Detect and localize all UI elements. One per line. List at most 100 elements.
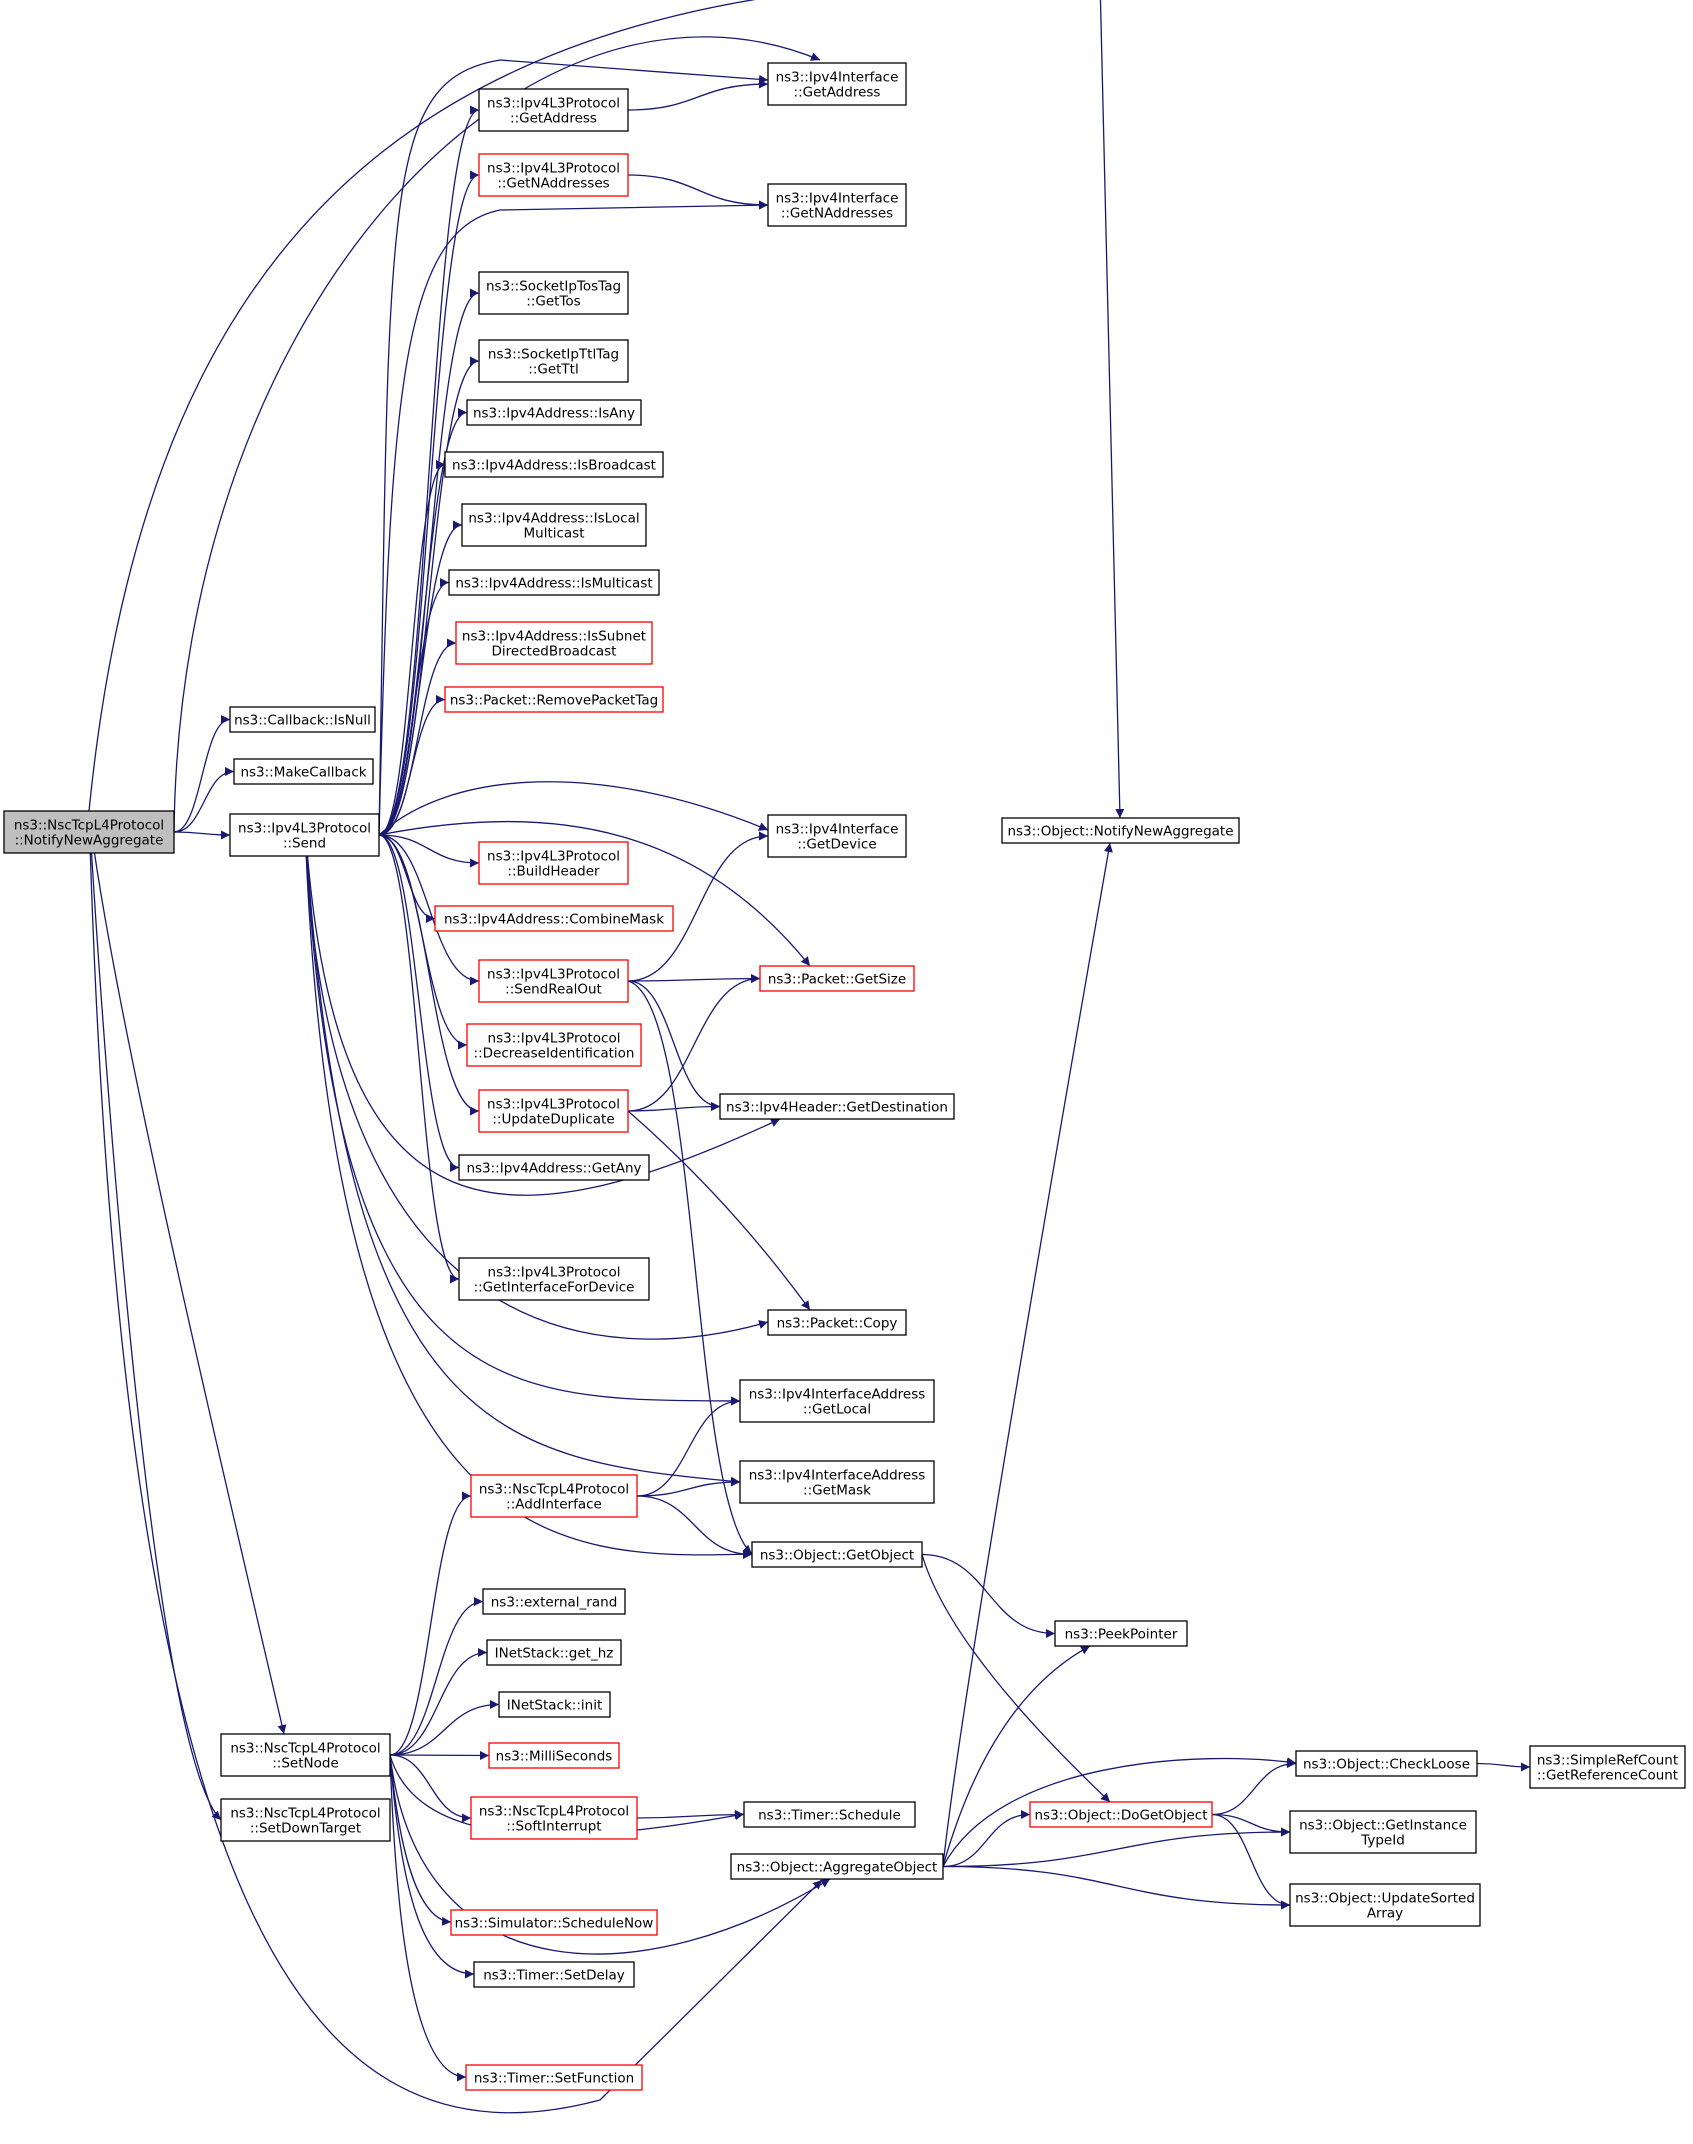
nodes-layer: ns3::NscTcpL4Protocol::NotifyNewAggregat… [3,62,1686,2091]
node-peekpointer[interactable]: ns3::PeekPointer [1054,1620,1188,1647]
node-ipv4addr_isbroadcast[interactable]: ns3::Ipv4Address::IsBroadcast [444,451,664,478]
node-nsc_setdowntarget[interactable]: ns3::NscTcpL4Protocol::SetDownTarget [220,1798,391,1842]
node-nsc_setnode[interactable]: ns3::NscTcpL4Protocol::SetNode [220,1733,391,1777]
node-ipv4l3_getinterfacefordevice[interactable]: ns3::Ipv4L3Protocol::GetInterfaceForDevi… [458,1257,650,1301]
node-nsc_softinterrupt[interactable]: ns3::NscTcpL4Protocol::SoftInterrupt [470,1796,638,1840]
node-ipv4l3_send[interactable]: ns3::Ipv4L3Protocol::Send [229,813,380,857]
edge-object_getobject-to-object_dogetobject [921,1554,1111,1803]
node-label: ::BuildHeader [507,864,600,880]
node-box [461,503,647,547]
node-ipv4if_getdevice[interactable]: ns3::Ipv4Interface::GetDevice [767,814,907,858]
node-label: ::GetInterfaceForDevice [474,1280,635,1296]
node-object_aggregateobject[interactable]: ns3::Object::AggregateObject [730,1853,944,1880]
edge-nsc_setnode-to-inetstack_gethz [389,1648,488,1756]
node-label: ns3::Object::NotifyNewAggregate [1007,824,1233,840]
node-label: TypeId [1360,1833,1405,1849]
node-object_dogetobject[interactable]: ns3::Object::DoGetObject [1029,1801,1213,1828]
node-label: ns3::Ipv4Header::GetDestination [726,1100,948,1116]
node-ipv4ifaddr_getmask[interactable]: ns3::Ipv4InterfaceAddress::GetMask [739,1460,935,1504]
node-label: ns3::Ipv4Address::IsMulticast [455,576,652,592]
node-object_getobject[interactable]: ns3::Object::GetObject [751,1541,923,1568]
node-ipv4if_getaddress[interactable]: ns3::Ipv4Interface::GetAddress [767,62,907,106]
node-ipv4l3_getnaddresses[interactable]: ns3::Ipv4L3Protocol::GetNAddresses [478,153,629,197]
edge-object_aggregateobject-to-object_dogetobject [942,1810,1031,1868]
node-packet_getsize[interactable]: ns3::Packet::GetSize [759,965,915,992]
node-box [767,1309,907,1336]
node-packet_copy[interactable]: ns3::Packet::Copy [767,1309,907,1336]
node-inetstack_gethz[interactable]: INetStack::get_hz [486,1639,622,1666]
node-timer_setfunction[interactable]: ns3::Timer::SetFunction [465,2064,643,2091]
node-label: ::Send [283,836,326,852]
node-simulator_schedulenow[interactable]: ns3::Simulator::ScheduleNow [450,1909,658,1936]
edge-object_dogetobject-to-object_getinstancetypeid [1211,1813,1291,1837]
node-object_checkloose[interactable]: ns3::Object::CheckLoose [1295,1750,1478,1777]
node-simplerefcount_getreferencecount[interactable]: ns3::SimpleRefCount::GetReferenceCount [1529,1745,1686,1789]
node-label: ns3::external_rand [491,1595,618,1611]
node-ipv4addr_issubnet[interactable]: ns3::Ipv4Address::IsSubnetDirectedBroadc… [455,621,653,665]
node-ipv4if_getnaddresses[interactable]: ns3::Ipv4Interface::GetNAddresses [767,183,907,227]
node-timer_setdelay[interactable]: ns3::Timer::SetDelay [473,1961,635,1988]
node-label: ns3::Object::GetInstance [1299,1818,1467,1834]
node-label: ::GetTtl [528,362,578,378]
node-ipv4l3_getaddress[interactable]: ns3::Ipv4L3Protocol::GetAddress [478,88,629,132]
node-ipv4addr_combinemask[interactable]: ns3::Ipv4Address::CombineMask [434,905,674,932]
node-external_rand[interactable]: ns3::external_rand [482,1588,626,1615]
node-packet_removepackettag[interactable]: ns3::Packet::RemovePacketTag [444,686,664,713]
node-ipv4ifaddr_getlocal[interactable]: ns3::Ipv4InterfaceAddress::GetLocal [739,1379,935,1423]
node-sockettos_gettos[interactable]: ns3::SocketIpTosTag::GetTos [478,271,629,315]
node-label: ns3::Object::CheckLoose [1303,1757,1470,1773]
node-ipv4l3_decrease[interactable]: ns3::Ipv4L3Protocol::DecreaseIdentificat… [466,1023,642,1067]
node-ipv4l3_sendrealout[interactable]: ns3::Ipv4L3Protocol::SendRealOut [478,959,629,1003]
node-label: ::GetLocal [803,1402,871,1418]
node-timer_schedule[interactable]: ns3::Timer::Schedule [743,1801,916,1828]
node-label: ns3::Ipv4L3Protocol [487,1097,620,1113]
edge-ipv4l3_send-to-ipv4addr_isbroadcast [378,460,446,836]
edge-object_aggregateobject-to-object_checkloose [942,1757,1297,1867]
node-box [450,1909,658,1936]
edge-ipv4l3_send-to-packet_getsize [378,820,811,967]
node-box [434,905,674,932]
edge-ipv4l3_getaddress-to-ipv4if_getaddress [627,79,769,111]
edge-ipv4l3_send-to-ipv4l3_updateduplicate [378,834,480,1116]
node-label: ::UpdateDuplicate [492,1112,614,1128]
node-box [767,62,907,106]
node-inetstack_init[interactable]: INetStack::init [498,1691,611,1718]
node-box [220,1798,391,1842]
node-callback_isnull[interactable]: ns3::Callback::IsNull [229,706,376,733]
node-ipv4l3_buildheader[interactable]: ns3::Ipv4L3Protocol::BuildHeader [478,841,629,885]
node-ipv4addr_getany[interactable]: ns3::Ipv4Address::GetAny [458,1154,650,1181]
node-label: ns3::Ipv4InterfaceAddress [749,1387,926,1403]
edge-ipv4l3_getnaddresses-to-ipv4if_getnaddresses [627,174,769,210]
node-object_notifynewaggregate[interactable]: ns3::Object::NotifyNewAggregate [1001,817,1240,844]
node-box [739,1460,935,1504]
edge-ipv4l3_send-to-ipv4l3_getaddress [378,105,480,836]
node-box [1029,1801,1213,1828]
node-box [743,1801,916,1828]
node-ipv4l3_updateduplicate[interactable]: ns3::Ipv4L3Protocol::UpdateDuplicate [478,1089,629,1133]
node-box [458,1257,650,1301]
edge-object_checkloose-to-simplerefcount_getreferencecount [1476,1762,1531,1772]
node-label: ns3::NscTcpL4Protocol [14,818,164,834]
node-box [1529,1745,1686,1789]
node-socketttl_getttl[interactable]: ns3::SocketIpTtlTag::GetTtl [478,339,629,383]
node-ipv4addr_isany[interactable]: ns3::Ipv4Address::IsAny [466,399,642,426]
node-label: ns3::MakeCallback [240,765,366,781]
node-label: INetStack::init [507,1698,603,1714]
node-milliseconds[interactable]: ns3::MilliSeconds [488,1742,620,1769]
node-label: ns3::Object::DoGetObject [1034,1808,1207,1824]
edge-nsc_softinterrupt-to-timer_schedule [636,1810,745,1820]
node-label: ns3::Object::UpdateSorted [1295,1891,1475,1907]
node-box [767,183,907,227]
node-box [470,1796,638,1840]
edge-ipv4l3_sendrealout-to-ipv4if_getdevice [627,831,769,982]
node-ipv4header_getdestination[interactable]: ns3::Ipv4Header::GetDestination [719,1093,955,1120]
node-nsc_addinterface[interactable]: ns3::NscTcpL4Protocol::AddInterface [470,1474,638,1518]
node-ipv4addr_ismulticast[interactable]: ns3::Ipv4Address::IsMulticast [448,569,660,596]
node-makecallback[interactable]: ns3::MakeCallback [233,758,374,785]
node-box [478,271,629,315]
node-label: ::SendRealOut [505,982,602,998]
